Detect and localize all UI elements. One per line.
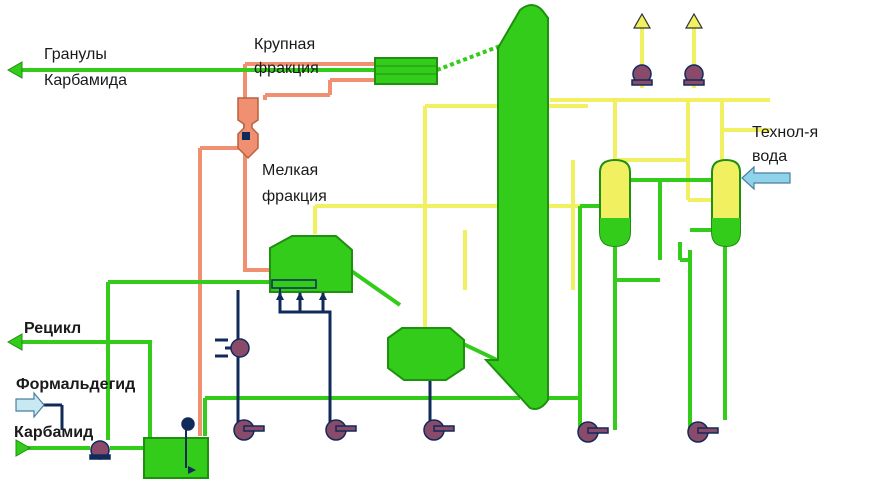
fine-fraction-label: Мелкая: [262, 162, 319, 179]
yellow-arrows: [632, 12, 704, 29]
fine-fraction-label-2: фракция: [262, 188, 327, 205]
feed-tank: [143, 437, 209, 479]
urea-granules-label: Гранулы: [44, 46, 107, 63]
process-water-arrow: [741, 165, 791, 191]
process-water-label: Технол-я: [752, 124, 819, 141]
scrubber-column-1: [599, 158, 631, 248]
urea-granules-label-2: Карбамида: [44, 72, 127, 89]
green-lines: [20, 44, 727, 450]
screen-box: [374, 57, 438, 85]
green-arrows: [6, 61, 32, 457]
process-water-label-2: вода: [752, 148, 788, 165]
reactor-vessel: [269, 235, 353, 293]
recycle-label: Рецикл: [24, 320, 82, 337]
formaldehyde-label: Формальдегид: [16, 376, 136, 393]
scrubber-column-2: [711, 158, 741, 248]
coarse-fraction-label-2: фракция: [254, 60, 319, 77]
urea-label: Карбамид: [14, 424, 94, 441]
coarse-fraction-label: Крупная: [254, 36, 316, 53]
granulation-tower: [483, 4, 549, 410]
second-vessel: [387, 327, 465, 381]
pump-icon: [89, 64, 719, 460]
crusher-hopper: [237, 97, 259, 160]
formaldehyde-arrow: [15, 391, 45, 419]
